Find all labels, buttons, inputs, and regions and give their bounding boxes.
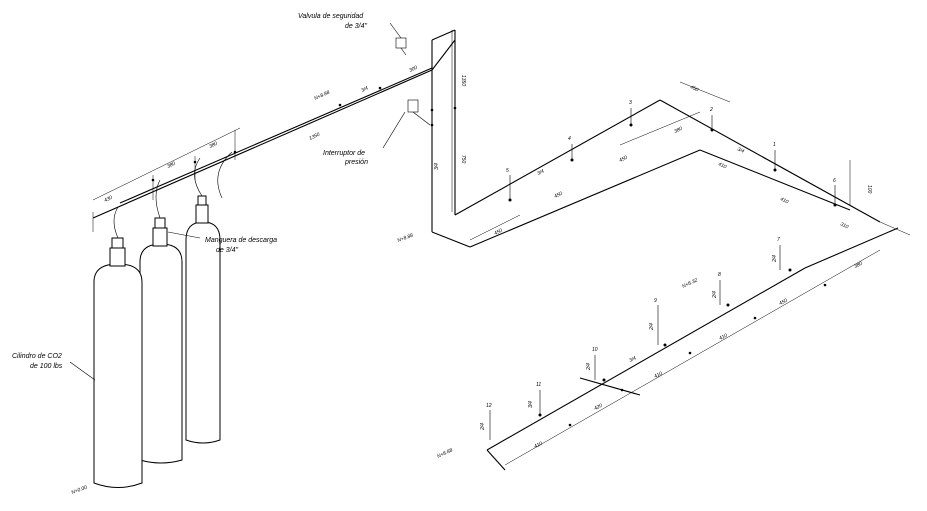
dim-upper-8: 310 <box>839 221 849 230</box>
nozzle-upper-6: 6 <box>833 178 836 184</box>
nozzle-size-4: 2/4 <box>649 323 655 331</box>
dim-upper-6: 410 <box>717 161 727 170</box>
dim-riser-3: 750 <box>460 155 466 164</box>
nozzle-size-3: 2/4 <box>586 363 592 371</box>
dim-upper-9: 100 <box>866 185 872 194</box>
level-lower-network: N+8.88 <box>436 447 453 459</box>
nozzle-size-6: 2/4 <box>772 255 778 263</box>
nozzle-upper-4: 4 <box>568 136 571 142</box>
pipe-size-lower: 3/4 <box>628 355 637 363</box>
nozzle-lower-9: 9 <box>654 298 657 304</box>
level-floor: N+0.00 <box>71 485 89 496</box>
dim-upper-2: 450 <box>553 191 563 200</box>
dim-lower-6: 380 <box>853 261 863 270</box>
dim-manifold-1: 430 <box>103 195 113 204</box>
dim-riser-2: 3/4 <box>434 163 440 170</box>
pipe-size-upper-1: 3/4 <box>536 168 545 176</box>
safety-valve-label: Valvula de seguridad <box>298 13 364 20</box>
dim-lower-4: 410 <box>718 333 728 342</box>
level-riser-base: N+8.88 <box>397 233 415 244</box>
upper-network <box>431 81 911 248</box>
dim-manifold-2: 380 <box>166 161 176 170</box>
manifold-pipe <box>92 22 457 239</box>
cylinder-front <box>93 237 143 488</box>
hose-3 <box>194 157 203 197</box>
dim-upper-4: 380 <box>673 126 683 135</box>
dim-upper-3: 450 <box>618 155 628 164</box>
dim-upper-7: 410 <box>779 196 789 205</box>
dim-upper-1: 450 <box>493 228 503 237</box>
cylinder-back <box>185 195 221 444</box>
dim-manifold-3: 380 <box>208 141 218 150</box>
hose-1 <box>113 206 119 239</box>
hose-label: Manguera de descarga <box>205 237 277 244</box>
hose-size: de 3/4" <box>216 247 238 254</box>
nozzle-upper-3: 3 <box>629 100 632 106</box>
nozzle-size-5: 2/4 <box>712 291 718 299</box>
safety-valve-icon <box>395 37 407 49</box>
pipe-size-upper-2: 3/4 <box>736 146 745 154</box>
dim-top-2: 3/4 <box>360 85 369 93</box>
nozzle-upper-2: 2 <box>709 107 713 113</box>
nozzle-size-2: 3/4 <box>528 401 534 408</box>
dim-upper-5: 450 <box>689 84 699 93</box>
dim-lower-2: 420 <box>593 403 603 412</box>
pressure-switch-label-2: presión <box>344 159 368 166</box>
dim-lower-1: 410 <box>533 441 543 450</box>
level-mid-network: N+8.32 <box>681 277 698 289</box>
nozzle-upper-1: 1 <box>773 142 776 148</box>
cylinder-size: de 100 lbs <box>30 363 63 370</box>
cylinder-middle <box>139 217 183 464</box>
pressure-switch-label: Interruptor de <box>323 150 365 157</box>
lower-network <box>486 227 899 471</box>
dim-top-1: 1350 <box>308 132 321 142</box>
level-top-pipe: N+8.88 <box>313 90 330 102</box>
hose-2 <box>155 179 161 219</box>
nozzle-lower-11: 11 <box>536 382 541 388</box>
nozzle-lower-10: 10 <box>592 347 598 353</box>
dim-lower-5: 450 <box>778 298 788 307</box>
co2-cylinders <box>93 151 233 488</box>
pressure-switch-icon <box>407 99 419 113</box>
dim-riser-1: 1350 <box>460 75 466 86</box>
nozzle-lower-7: 7 <box>777 237 780 243</box>
dim-lower-3: 410 <box>653 371 663 380</box>
safety-valve-size: de 3/4" <box>345 23 367 30</box>
nozzle-lower-8: 8 <box>718 272 721 278</box>
nozzle-size-1: 2/4 <box>480 423 486 431</box>
nozzle-lower-12: 12 <box>486 403 492 409</box>
nozzle-upper-5: 5 <box>506 168 509 174</box>
dim-top-3: 300 <box>408 65 418 74</box>
cylinder-label: Cilindro de CO2 <box>12 353 62 360</box>
